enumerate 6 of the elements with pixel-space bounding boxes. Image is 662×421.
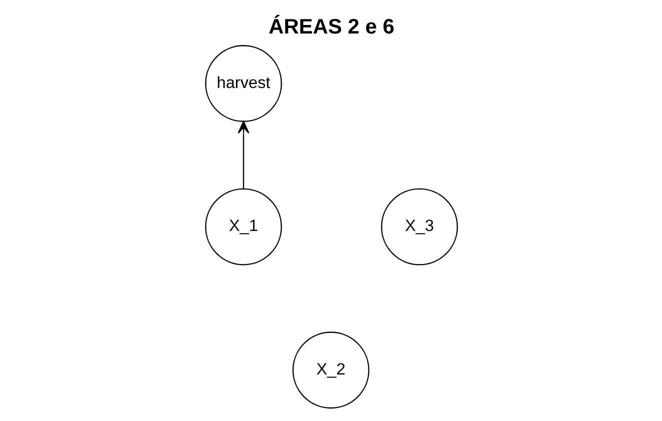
- node-circle: X_2: [292, 332, 369, 409]
- diagram-title: ÁREAS 2 e 6: [268, 15, 394, 38]
- node-circle: X_3: [380, 188, 458, 266]
- node-circle: harvest: [204, 45, 282, 122]
- arrow: [237, 120, 249, 189]
- node-circle: X_1: [204, 188, 282, 266]
